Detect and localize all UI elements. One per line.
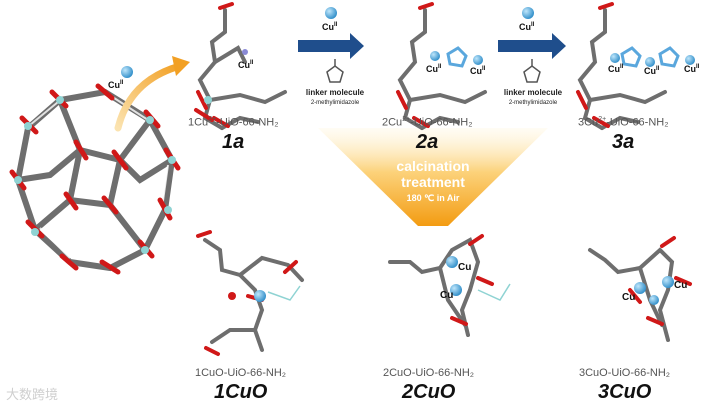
cu-ion <box>121 66 133 78</box>
cu-ion <box>522 7 534 19</box>
cu-site-label: CuII <box>608 64 623 74</box>
calcination-conditions: 180 ℃ in Air <box>383 193 483 204</box>
uio-66-framework-model <box>12 86 178 272</box>
cu-label: Cu <box>622 292 635 303</box>
cu-label: Cu <box>674 280 687 291</box>
reaction-arrow-2 <box>498 33 566 59</box>
molecule-1CuO <box>198 232 302 354</box>
cu-uptake-arrowhead <box>172 56 190 76</box>
compound-id-3a: 3a <box>612 131 634 154</box>
imidazole-icon <box>327 59 343 82</box>
cu-site-label: CuII <box>684 64 699 74</box>
compound-id-3CuO: 3CuO <box>598 381 651 404</box>
compound-id-1a: 1a <box>222 131 244 154</box>
formula-1CuO: 1CuO-UiO-66-NH₂ <box>195 367 286 379</box>
cu-label: Cu <box>458 262 471 273</box>
formula-3CuO: 3CuO-UiO-66-NH₂ <box>579 367 670 379</box>
compound-id-2a: 2a <box>416 131 438 154</box>
cu-ion-label: CuII <box>322 22 337 32</box>
formula-2CuO: 2CuO-UiO-66-NH₂ <box>383 367 474 379</box>
formula-2a: 2Cu2+-UiO-66-NH₂ <box>382 116 473 129</box>
watermark: 大数跨境 <box>6 384 58 403</box>
compound-id-2CuO: 2CuO <box>402 381 455 404</box>
molecule-2CuO <box>390 236 510 335</box>
cu-ion-label: CuII <box>108 80 123 90</box>
cu-site-label: CuII <box>426 64 441 74</box>
cu-site-label: CuII <box>644 66 659 76</box>
formula-1a: 1Cu2+-UiO-66-NH₂ <box>188 116 279 129</box>
compound-id-1CuO: 1CuO <box>214 381 267 404</box>
formula-3a: 3Cu2+-UiO-66-NH₂ <box>578 116 669 129</box>
cu-ion-label: CuII <box>519 22 534 32</box>
molecule-3a <box>578 4 695 128</box>
cu-label: Cu <box>440 290 453 301</box>
cu-ion <box>325 7 337 19</box>
imidazole-icon <box>524 59 540 82</box>
cu-site-label: CuII <box>470 66 485 76</box>
reaction-arrow-1 <box>298 33 364 59</box>
cu-site-label: CuII <box>238 60 253 70</box>
